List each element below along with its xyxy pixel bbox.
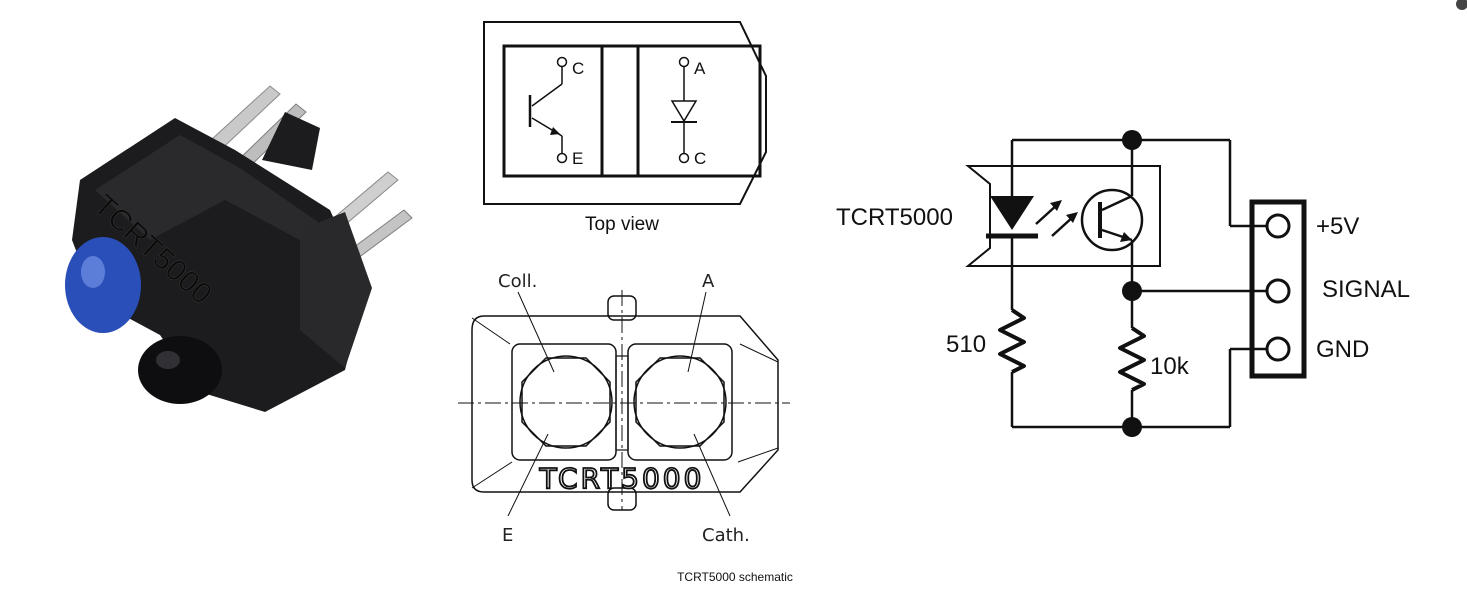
sensor-photo: TCRT5000: [65, 85, 413, 412]
transistor-symbol: [528, 56, 568, 164]
diode-pin-anode: A: [694, 59, 706, 78]
circuit-wires: [1010, 138, 1266, 429]
diode-symbol: [670, 56, 698, 164]
phototransistor-symbol: [1080, 188, 1144, 252]
package-label-emitter: E: [502, 525, 513, 546]
resistor-510-label: 510: [946, 331, 986, 358]
connector-header: [1249, 199, 1307, 379]
resistor-10k: [1118, 326, 1146, 392]
tcrt5000-box: [965, 165, 1161, 267]
transistor-pin-collector: C: [572, 59, 584, 78]
phototransistor-lens: [138, 336, 222, 404]
connector-label-vcc: +5V: [1316, 213, 1359, 240]
transistor-pin-emitter: E: [572, 149, 583, 168]
package-drawing: Coll. A E Cath. TCRT5000: [458, 271, 790, 546]
package-label-collector: Coll.: [498, 271, 537, 292]
circuit-part-label: TCRT5000: [836, 204, 953, 231]
ir-led-symbol: [986, 196, 1078, 239]
connector-pin-gnd: [1265, 336, 1291, 362]
diode-pin-cathode: C: [694, 149, 706, 168]
package-outline: [471, 315, 779, 493]
sensor-body: [72, 112, 372, 412]
top-view-outline: [483, 21, 767, 205]
package-marking: TCRT5000: [539, 462, 705, 495]
top-view-pinout: C E A C Top view: [483, 21, 767, 235]
top-view-caption: Top view: [585, 214, 659, 235]
package-label-anode: A: [702, 271, 715, 292]
connector-label-signal: SIGNAL: [1322, 276, 1410, 303]
top-view-frame: [502, 44, 762, 178]
connector-pin-vcc: [1265, 213, 1291, 239]
connector-label-gnd: GND: [1316, 336, 1369, 363]
circuit-schematic: TCRT5000 510 10k +5V SIGNAL GND: [836, 130, 1410, 437]
connector-pin-signal: [1265, 278, 1291, 304]
resistor-510: [998, 308, 1026, 374]
ir-led-lens: [65, 237, 141, 333]
package-label-cathode: Cath.: [702, 525, 750, 546]
footer-caption: TCRT5000 schematic: [677, 570, 793, 584]
corner-mark: [1456, 0, 1467, 10]
resistor-10k-label: 10k: [1150, 353, 1190, 380]
